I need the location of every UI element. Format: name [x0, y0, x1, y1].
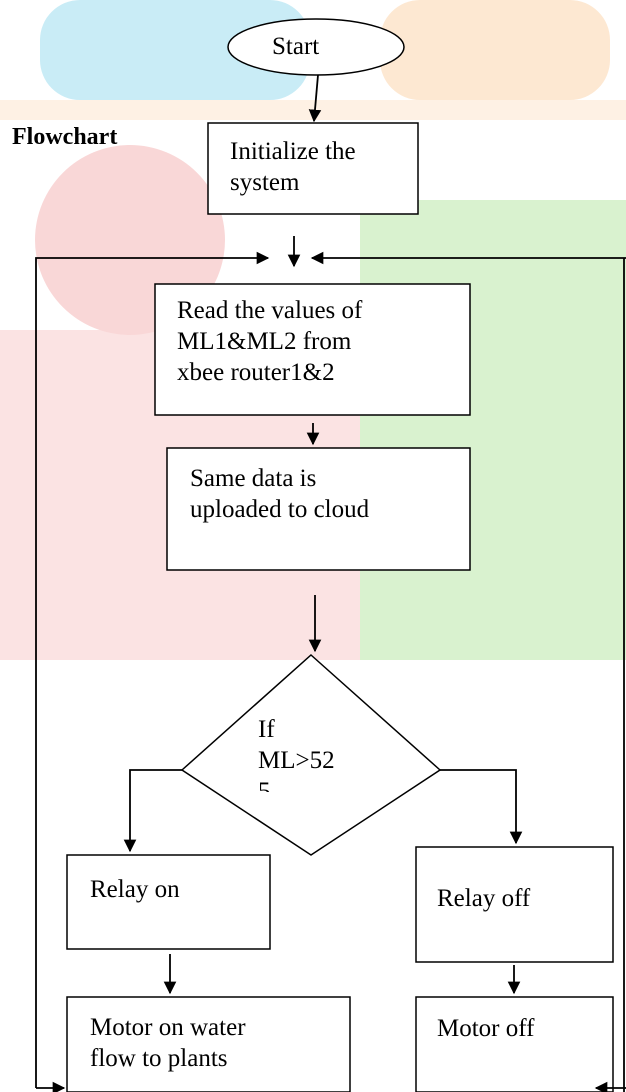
arrow-start-to-init: [308, 74, 322, 123]
motor-off-box: [415, 996, 614, 1092]
watermark-bulb-shape: [380, 0, 610, 100]
arrow-decision-to-relay-off: [440, 769, 523, 845]
upload-box: [166, 447, 471, 571]
motor-on-label: Motor on water flow to plants: [90, 1014, 246, 1072]
watermark-circuit-shape: [40, 0, 310, 100]
relay-off-box: [415, 846, 614, 963]
motor-off-label: Motor off: [437, 1015, 535, 1042]
init-box: [207, 122, 419, 215]
arrow-decision-to-relay-on: [123, 769, 182, 853]
read-box: [154, 283, 471, 416]
decision-diamond: [180, 653, 442, 856]
upload-label: Same data is uploaded to cloud: [190, 465, 370, 523]
loop-left-line: [35, 251, 270, 1088]
relay-on-label: Relay on: [90, 876, 180, 903]
init-label: Initialize the system: [230, 138, 356, 196]
start-terminal: [227, 18, 405, 76]
watermark-band: [0, 100, 626, 120]
relay-on-box: [66, 854, 271, 950]
watermark-green-block: [360, 200, 626, 660]
flowchart-heading: Flowchart: [12, 124, 118, 150]
decision-label: If ML>52 5: [258, 716, 335, 792]
motor-on-box: [66, 996, 351, 1092]
relay-off-label: Relay off: [437, 885, 531, 912]
start-label: Start: [272, 33, 320, 60]
read-label: Read the values of ML1&ML2 from xbee rou…: [177, 297, 363, 386]
